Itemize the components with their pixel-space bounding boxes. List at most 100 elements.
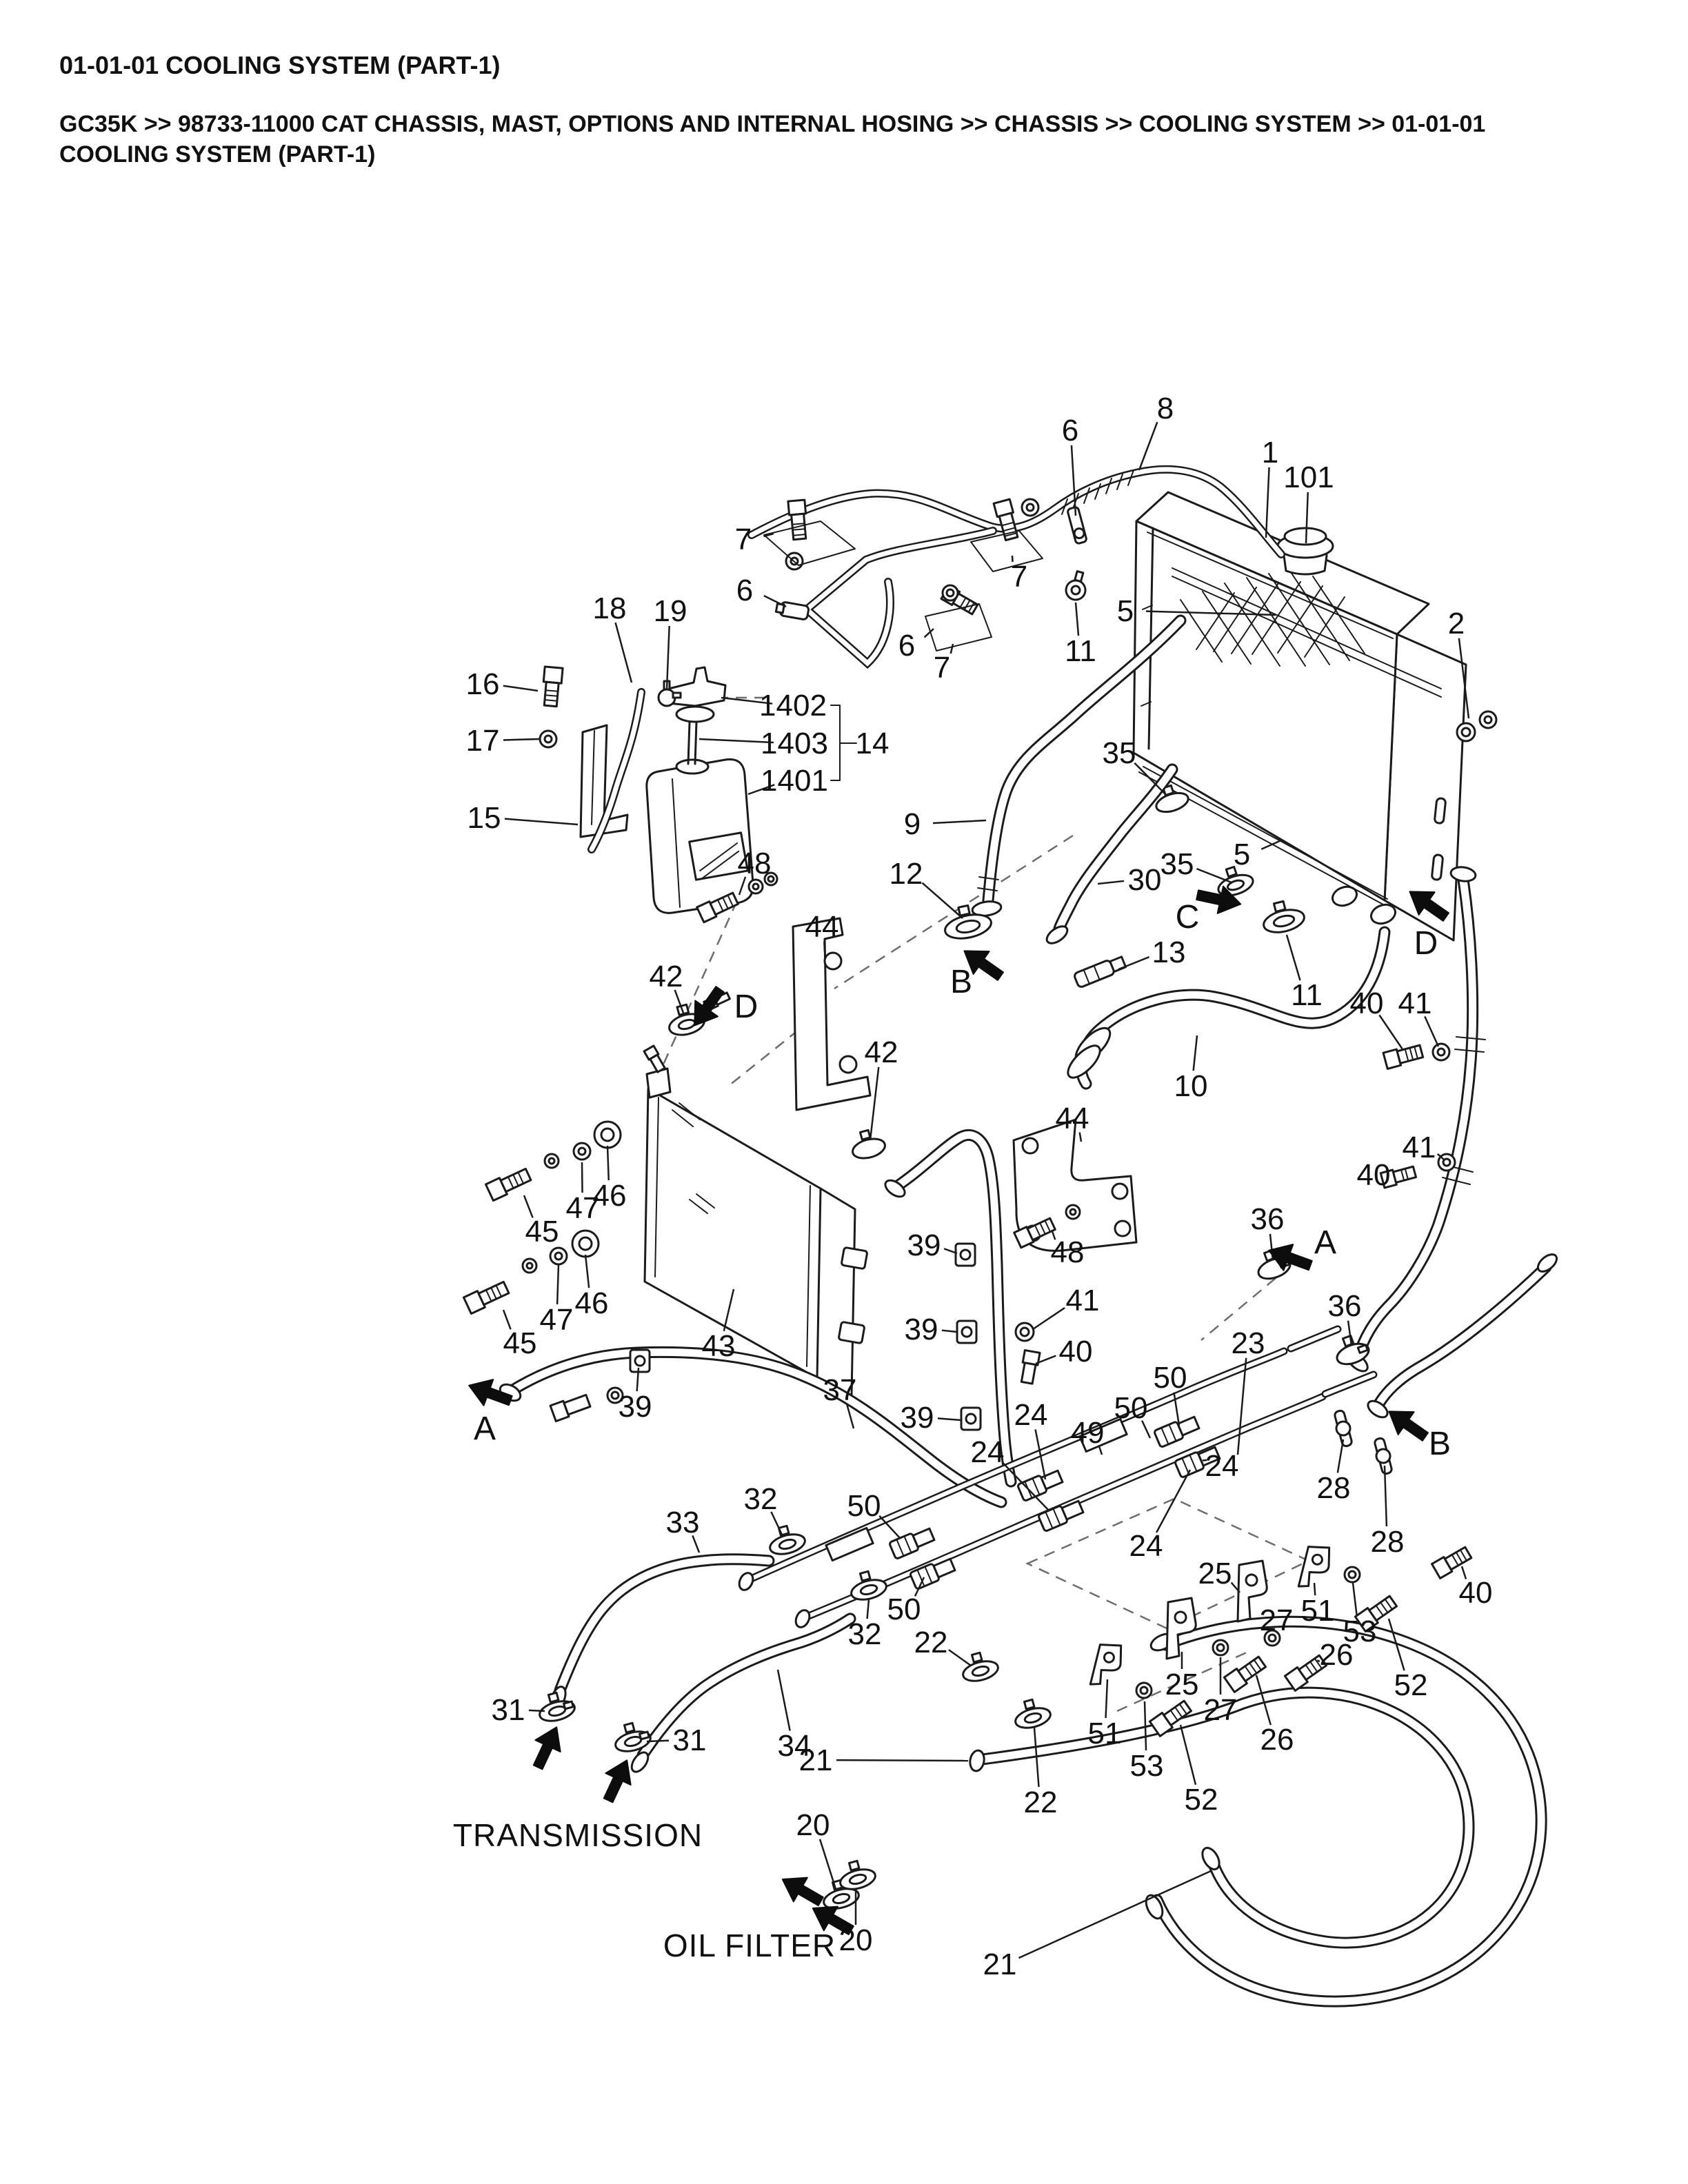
- leader-line-26: [1255, 1675, 1272, 1726]
- leader-line-48: [1051, 1231, 1056, 1240]
- callout-52: 52: [1185, 1783, 1218, 1817]
- callout-11: 11: [1065, 634, 1096, 668]
- clamp-32b: [850, 1570, 887, 1601]
- leader-line-50: [1173, 1392, 1180, 1426]
- washer-27-c1: [1263, 1629, 1281, 1647]
- callout-20: 20: [796, 1808, 830, 1842]
- callout-52: 52: [1394, 1668, 1428, 1702]
- leader-line-39: [941, 1329, 958, 1333]
- view-d-right: [1409, 891, 1449, 922]
- bolt-52-c1: [1354, 1595, 1398, 1632]
- bolt-40b: [1379, 1165, 1418, 1189]
- leader-line-17: [503, 738, 540, 741]
- callout-40: 40: [1459, 1576, 1493, 1610]
- leader-line-49: [1098, 1444, 1103, 1455]
- clamp-20a: [823, 1879, 860, 1910]
- callout-1401: 1401: [761, 764, 828, 798]
- oil-filter-arrow-1: [781, 1877, 824, 1907]
- leader-line-35: [1134, 762, 1167, 796]
- leader-line-53: [1352, 1582, 1358, 1617]
- leader-line-53: [1143, 1701, 1147, 1751]
- callout-39: 39: [901, 1401, 934, 1435]
- callout-37: 37: [823, 1373, 857, 1407]
- overflow-tube: [747, 465, 1285, 669]
- breadcrumb: GC35K >> 98733-11000 CAT CHASSIS, MAST, …: [59, 109, 1583, 170]
- callout-50: 50: [1154, 1361, 1187, 1395]
- callout-40: 40: [1059, 1335, 1093, 1368]
- callout-49: 49: [1071, 1416, 1105, 1450]
- washer-17: [539, 729, 558, 749]
- bolt-26-c2: [1223, 1655, 1267, 1693]
- grommet-46a: [593, 1120, 622, 1149]
- part-label-transmission: TRANSMISSION: [453, 1817, 703, 1853]
- callout-15: 15: [468, 801, 501, 835]
- leader-line-22: [1033, 1727, 1040, 1788]
- leader-line-22: [948, 1649, 972, 1667]
- callout-11: 11: [1291, 978, 1323, 1012]
- bracket-44-left: [792, 917, 872, 1111]
- leader-line-44: [823, 941, 826, 952]
- view-letter-C: C: [1176, 899, 1200, 936]
- leader-line-51: [1105, 1679, 1109, 1719]
- callout-25: 25: [1198, 1557, 1232, 1590]
- leader-line-48: [738, 876, 747, 896]
- leader-line-26: [1316, 1659, 1320, 1663]
- callout-7: 7: [735, 523, 752, 556]
- callout-34: 34: [778, 1729, 812, 1763]
- leader-line-40: [1460, 1566, 1467, 1579]
- leader-line-39: [636, 1367, 640, 1392]
- callout-33: 33: [666, 1506, 700, 1539]
- leader-line-1401: [747, 784, 775, 796]
- callout-25: 25: [1165, 1668, 1199, 1701]
- diagram-artwork: [462, 465, 1558, 2008]
- leader-line-39: [937, 1417, 962, 1422]
- leader-line-47: [581, 1162, 583, 1193]
- callout-39: 39: [619, 1390, 652, 1424]
- callout-45: 45: [525, 1215, 559, 1248]
- leader-line-101: [1305, 492, 1309, 544]
- bracket-28b: [1374, 1437, 1393, 1475]
- clamp-39b: [956, 1320, 978, 1344]
- callout-5: 5: [1234, 838, 1250, 871]
- cooling-system-diagram: 8611012767675111617151819140214031401143…: [453, 392, 1558, 2008]
- leader-line-24: [1034, 1429, 1047, 1480]
- callout-36: 36: [1328, 1289, 1362, 1323]
- callout-1402: 1402: [759, 689, 827, 722]
- callout-53: 53: [1130, 1749, 1164, 1783]
- pipes-23-49: [738, 1325, 1378, 1628]
- washer-45a: [543, 1153, 560, 1169]
- callout-46: 46: [593, 1179, 627, 1213]
- leader-line-32: [770, 1511, 783, 1535]
- hose-9: [971, 614, 1187, 917]
- sensor-13: [1074, 956, 1127, 988]
- washer-2b: [1478, 710, 1498, 729]
- leader-line-45: [523, 1195, 534, 1218]
- callout-26: 26: [1320, 1638, 1354, 1672]
- callout-7: 7: [1011, 560, 1027, 594]
- clamp-39c: [960, 1406, 982, 1431]
- leader-line-6: [1070, 445, 1077, 516]
- callout-42: 42: [650, 960, 683, 993]
- leader-line-45: [502, 1309, 512, 1330]
- leader-line-50: [914, 1577, 925, 1597]
- bolt-7-right: [992, 498, 1019, 542]
- fitting-50b: [910, 1557, 956, 1590]
- callout-17: 17: [466, 724, 500, 758]
- callout-44: 44: [1056, 1102, 1089, 1135]
- hose-18: [587, 688, 645, 853]
- leader-line-18: [614, 622, 633, 683]
- clamp-11-right: [1263, 900, 1305, 933]
- callout-10: 10: [1174, 1069, 1208, 1103]
- leader-line-1402: [721, 696, 773, 705]
- leader-line-28: [1336, 1439, 1345, 1473]
- bolt-40c: [1020, 1349, 1041, 1385]
- callout-41: 41: [1398, 987, 1432, 1020]
- leader-line-28: [1383, 1465, 1388, 1527]
- clamp-42b: [852, 1129, 886, 1160]
- bolt-40a: [1382, 1044, 1425, 1070]
- callout-28: 28: [1371, 1525, 1405, 1559]
- clamp-31b: [614, 1721, 652, 1752]
- leader-line-7: [1011, 555, 1014, 563]
